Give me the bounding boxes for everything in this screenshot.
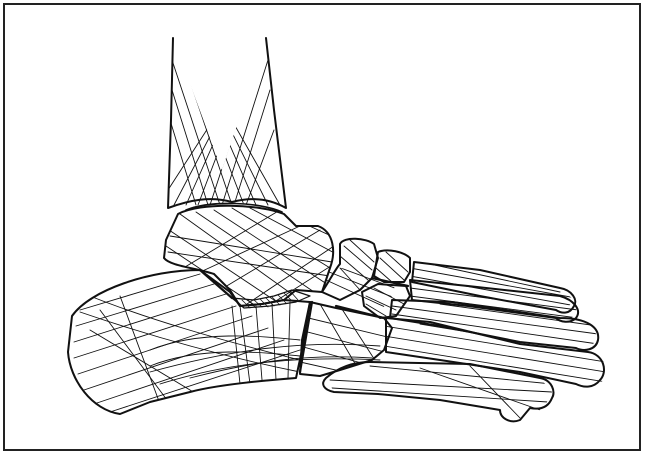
- metatarsal-5-bone: [410, 262, 576, 313]
- talus-bone: [164, 203, 340, 306]
- tibia-bone: [168, 38, 286, 208]
- cuneiform-1-bone: [374, 250, 410, 282]
- metatarsal-2-bone: [384, 318, 606, 387]
- calcaneus-bone: [68, 270, 310, 414]
